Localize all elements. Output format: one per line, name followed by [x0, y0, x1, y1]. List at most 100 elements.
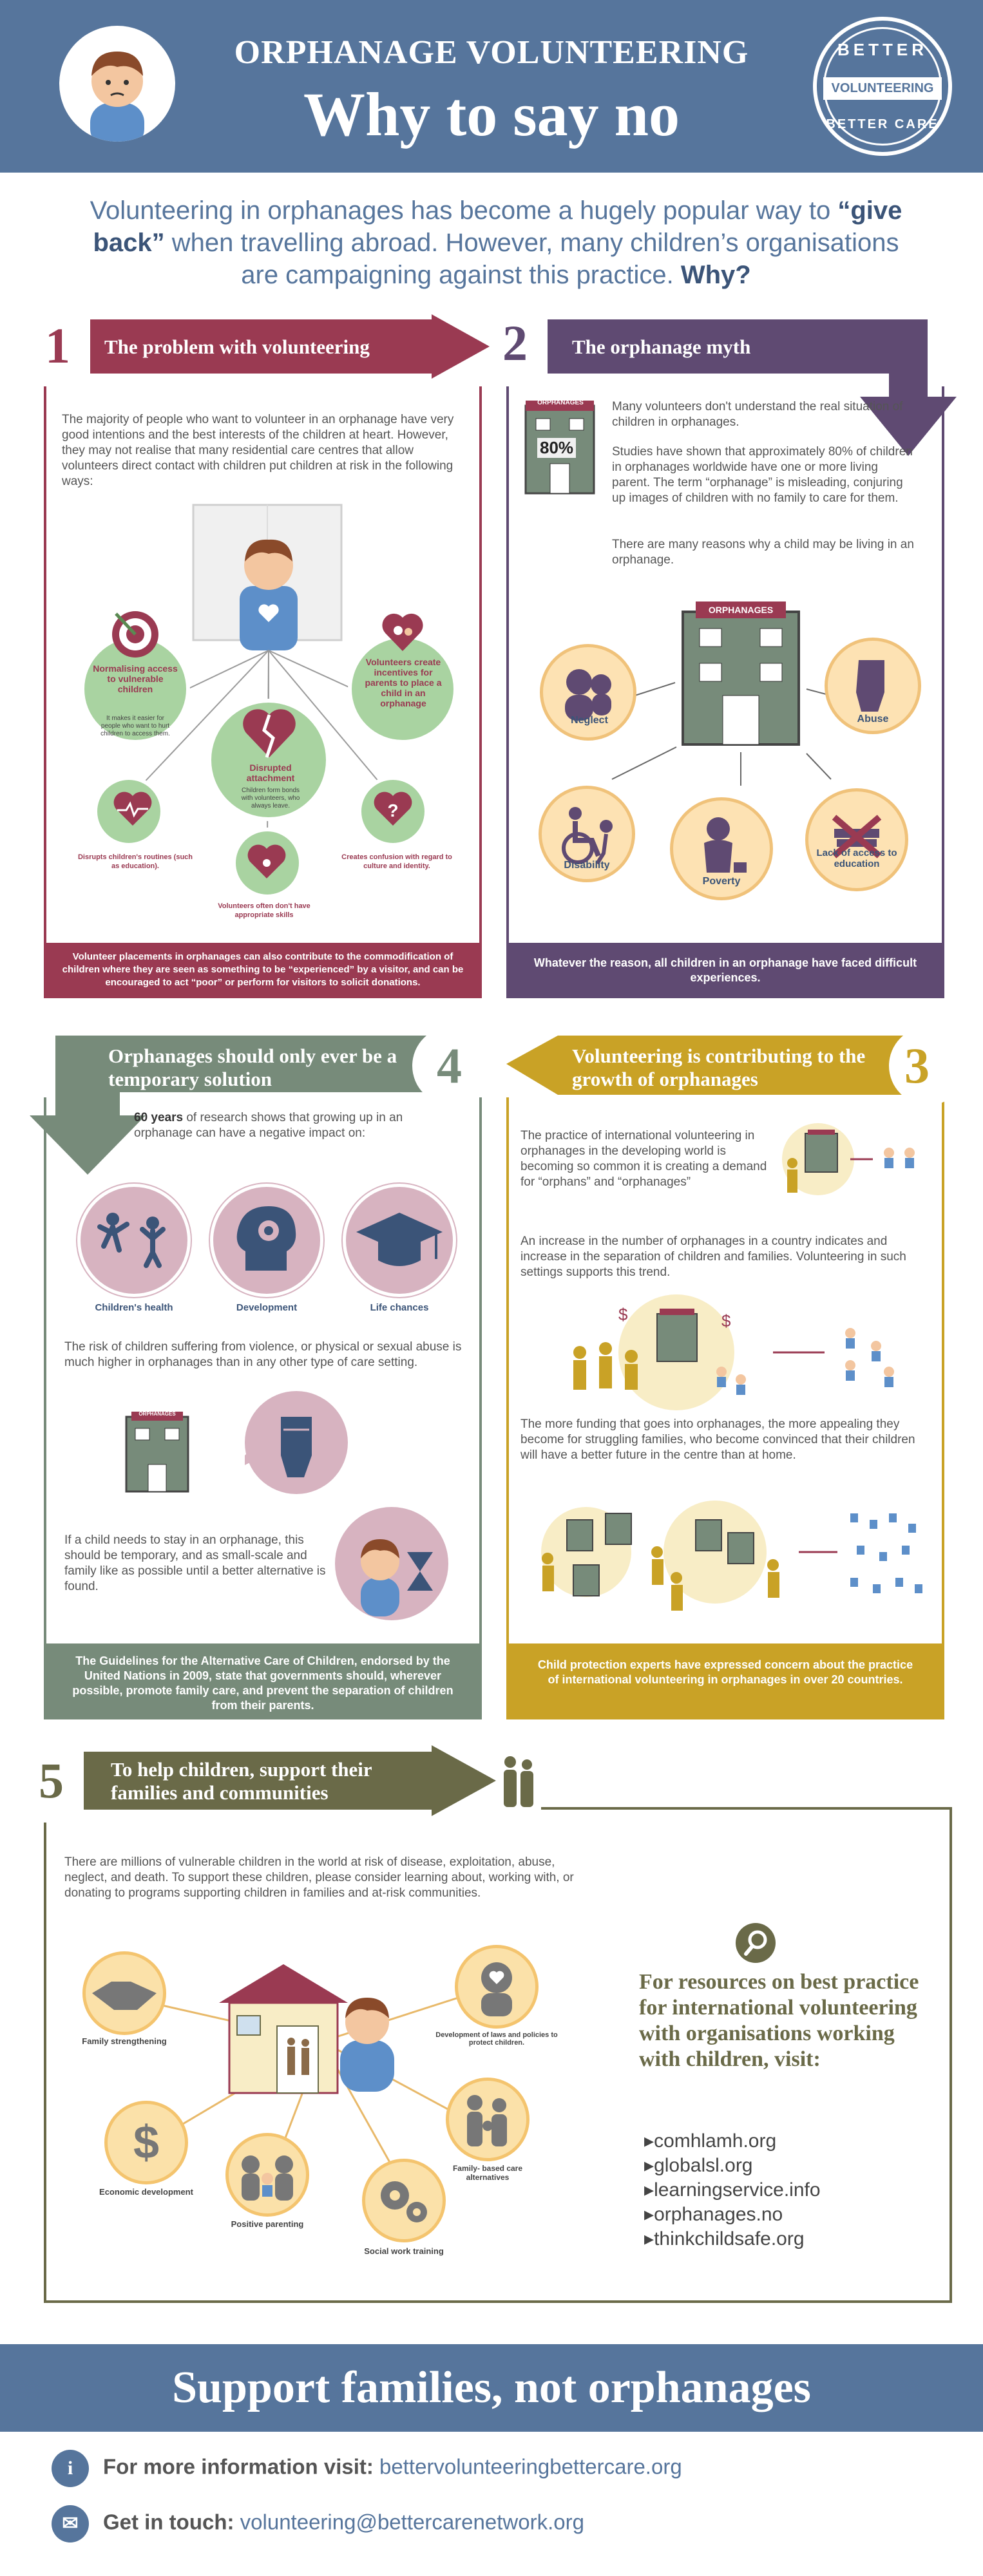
contact-row: ✉Get in touch: volunteering@bettercarene… [52, 2505, 953, 2543]
life-chances-circle [343, 1184, 456, 1297]
laws-policies-label: Development of laws and policies to prot… [435, 2031, 558, 2047]
section-1-illustration [58, 502, 470, 914]
section-4-footer: The Guidelines for the Alternative Care … [44, 1643, 482, 1719]
svg-text:?: ? [387, 800, 398, 820]
boy-avatar-icon [59, 26, 175, 142]
growth-illustration-3 [528, 1488, 928, 1623]
header-banner: ORPHANAGE VOLUNTEERING Why to say no BET… [0, 0, 983, 173]
education-label: Lack of access to education [816, 848, 897, 869]
better-volunteering-logo: BETTER VOLUNTEERING BETTER CARE [813, 17, 952, 156]
section-2-footer: Whatever the reason, all children in an … [506, 943, 944, 998]
poverty-circle [670, 797, 773, 900]
section-5-body: There are millions of vulnerable childre… [64, 1855, 574, 1900]
life-chances-label: Life chances [370, 1302, 429, 1313]
orphanage-building-sign: ORPHANAGES [708, 605, 774, 615]
orphanage-sign-small: ORPHANAGES [537, 399, 584, 406]
health-circle [77, 1184, 191, 1297]
education-circle [805, 788, 908, 891]
family-based-care-label: Family- based care alternatives [452, 2164, 523, 2182]
section-3-p2: An increase in the number of orphanages … [520, 1235, 906, 1279]
section-3-footer: Child protection experts have expressed … [506, 1643, 944, 1719]
section-4-number: 4 [437, 1037, 462, 1094]
intro-text: Volunteering in orphanages has become a … [90, 196, 902, 289]
mail-icon: ✉ [52, 2505, 89, 2543]
skills-text: Volunteers often don't have appropriate … [218, 902, 310, 919]
section-3-arrow-band [506, 1033, 919, 1097]
section-1-arrow-band [90, 314, 490, 379]
section-2-arrow-band [548, 314, 960, 456]
section-2-p3: There are many reasons why a child may b… [612, 538, 914, 567]
development-label: Development [236, 1302, 298, 1313]
search-icon [736, 1923, 776, 1963]
info-link[interactable]: bettervolunteeringbettercare.org [379, 2454, 682, 2479]
parenting-icon [225, 2133, 309, 2217]
resources-heading: For resources on best practice for inter… [639, 1970, 919, 2071]
section-4-temporary: If a child needs to stay in an orphanage… [64, 1533, 326, 1593]
orphanage-building-icon [676, 599, 805, 747]
hourglass-icon [361, 1539, 433, 1616]
support-banner: Support families, not orphanages [0, 2344, 983, 2432]
handshake-icon [82, 1951, 166, 2035]
section-4-title: Orphanages should only ever be a tempora… [108, 1045, 397, 1090]
health-label: Children's health [95, 1302, 173, 1313]
intro-why: Why? [680, 261, 751, 289]
section-1-number: 1 [45, 317, 70, 374]
development-circle [210, 1184, 323, 1297]
normalising-title: Normalising access to vulnerable childre… [93, 663, 178, 694]
header-title: ORPHANAGE VOLUNTEERING [234, 34, 749, 71]
section-3-number: 3 [904, 1037, 930, 1094]
disability-label: Disability [564, 860, 610, 871]
section-5-arrow-band [84, 1745, 496, 1816]
heart-hands-icon [455, 1945, 539, 2029]
growth-illustration-2: $$ [554, 1294, 915, 1410]
question-icon: ? [374, 791, 412, 827]
section-4-lead: 60 years of research shows that growing … [134, 1111, 403, 1140]
section-5-number: 5 [39, 1752, 64, 1808]
site-link[interactable]: ▸thinkchildsafe.org [644, 2228, 805, 2249]
broken-heart-icon [242, 707, 296, 759]
orphanage-sign-section4: ORPHANAGES [138, 1411, 176, 1417]
section-4-arrow-band [30, 1033, 442, 1175]
site-link[interactable]: ▸learningservice.info [644, 2179, 821, 2201]
site-link[interactable]: ▸orphanages.no [644, 2204, 783, 2225]
social-work-label: Social work training [364, 2246, 444, 2256]
dollar-icon: $ [104, 2101, 188, 2184]
growth-illustration-1 [760, 1121, 928, 1204]
svg-text:$: $ [721, 1311, 731, 1331]
poverty-label: Poverty [702, 876, 741, 887]
target-icon [110, 609, 161, 660]
intro-highlight: “give back” [93, 196, 902, 257]
family-care-icon [446, 2078, 530, 2161]
positive-parenting-label: Positive parenting [231, 2219, 304, 2229]
confusion-text: Creates confusion with regard to culture… [341, 853, 452, 870]
attachment-text: Children form bonds with volunteers, who… [241, 787, 300, 810]
neglect-circle [540, 644, 636, 741]
child-hourglass-circle [335, 1507, 448, 1620]
abuse-circle [825, 638, 921, 734]
normalising-text: It makes it easier for people who want t… [100, 715, 170, 737]
section-3-title: Volunteering is contributing to the grow… [572, 1045, 866, 1090]
family-icon [380, 609, 425, 654]
header-subtitle: Why to say no [303, 80, 680, 149]
attachment-title: Disrupted attachment [246, 762, 295, 783]
site-link[interactable]: ▸comhlamh.org [644, 2130, 777, 2152]
email-link[interactable]: volunteering@bettercarenetwork.org [240, 2510, 584, 2534]
section-3-p3: The more funding that goes into orphanag… [520, 1417, 915, 1462]
orphanage-building-small [122, 1410, 193, 1494]
section-1-body: The majority of people who want to volun… [62, 413, 454, 488]
gears-icon [362, 2159, 446, 2242]
section-1-title: The problem with volunteering [104, 336, 370, 358]
stat-80: 80% [537, 438, 577, 458]
neglect-label: Neglect [571, 715, 608, 726]
svg-text:$: $ [133, 2117, 159, 2168]
routines-text: Disrupts children's routines (such as ed… [77, 853, 193, 870]
info-icon: i [52, 2450, 89, 2487]
resource-sites: ▸comhlamh.org ▸globalsl.org ▸learningser… [644, 2129, 821, 2251]
section-2-number: 2 [502, 315, 528, 371]
section-1-footer: Volunteer placements in orphanages can a… [44, 943, 482, 998]
section-5-title: To help children, support their families… [111, 1758, 372, 1804]
reason-arrows [515, 618, 940, 876]
disability-circle [539, 786, 635, 882]
site-link[interactable]: ▸globalsl.org [644, 2155, 753, 2176]
